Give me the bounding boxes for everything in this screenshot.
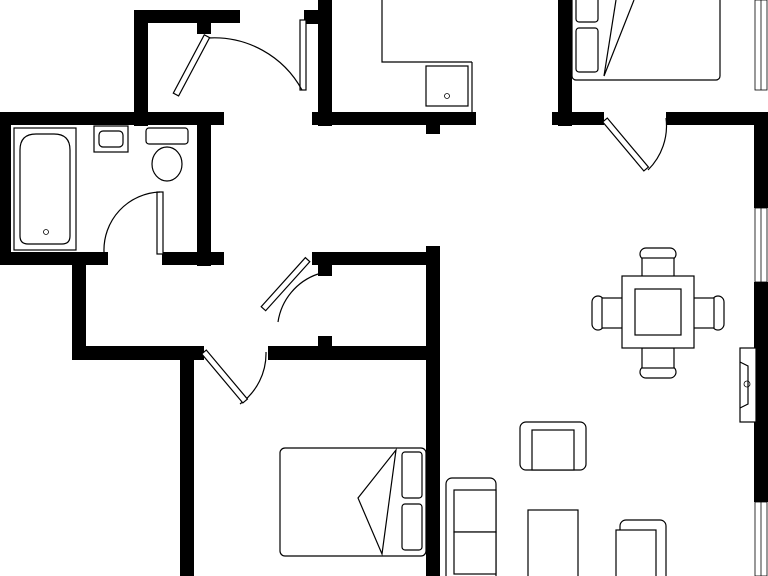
armchair bbox=[615, 519, 667, 576]
coffee-table bbox=[527, 509, 579, 576]
wall-segment bbox=[558, 0, 572, 126]
wall-segment bbox=[134, 10, 148, 126]
wall-segment bbox=[754, 124, 768, 208]
wall-segment bbox=[197, 112, 211, 266]
upper-bedroom-door bbox=[601, 117, 668, 172]
wall-segment bbox=[0, 112, 11, 265]
wall-segment bbox=[304, 10, 318, 24]
wall-segment bbox=[0, 112, 224, 125]
closet-door bbox=[260, 256, 319, 323]
wall-segment bbox=[318, 264, 332, 276]
wall-segment bbox=[197, 20, 211, 34]
dining-chair bbox=[691, 295, 725, 331]
kitchen-counter bbox=[381, 0, 473, 112]
wall-segment bbox=[552, 112, 604, 125]
window bbox=[754, 0, 768, 91]
wall-segment bbox=[180, 358, 194, 576]
dining-table bbox=[621, 275, 695, 349]
entry-door bbox=[172, 19, 307, 97]
fireplace bbox=[739, 347, 757, 423]
dining-chair bbox=[639, 247, 677, 279]
wall-segment bbox=[426, 124, 440, 134]
toilet bbox=[145, 127, 189, 182]
wall-segment bbox=[72, 252, 86, 360]
lower-bedroom-door bbox=[200, 349, 267, 405]
sofa bbox=[445, 477, 497, 576]
wall-segment bbox=[312, 252, 440, 265]
window bbox=[11, 112, 69, 125]
wall-segment bbox=[162, 252, 224, 265]
dining-chair bbox=[591, 295, 625, 331]
bathroom-sink bbox=[93, 125, 129, 153]
window bbox=[754, 207, 768, 283]
bathroom-door bbox=[103, 191, 164, 262]
doors bbox=[103, 19, 668, 405]
dining-chair bbox=[639, 347, 677, 379]
double-bed bbox=[279, 447, 427, 557]
wall-segment bbox=[134, 10, 240, 23]
wall-segment bbox=[312, 112, 476, 125]
armchair bbox=[519, 421, 587, 471]
dining-set bbox=[591, 247, 725, 379]
wall-segment bbox=[318, 0, 332, 126]
bathtub bbox=[13, 127, 77, 251]
wall-segment bbox=[0, 252, 108, 265]
wall-segment bbox=[72, 346, 204, 360]
wall-segment bbox=[318, 336, 332, 348]
double-bed bbox=[571, 0, 721, 81]
wall-segment bbox=[666, 112, 768, 125]
kitchen-sink bbox=[425, 65, 469, 107]
wall-segment bbox=[268, 346, 440, 360]
wall-segment bbox=[754, 282, 768, 502]
window bbox=[754, 501, 768, 576]
windows bbox=[11, 0, 768, 576]
wall-segment bbox=[426, 246, 440, 576]
